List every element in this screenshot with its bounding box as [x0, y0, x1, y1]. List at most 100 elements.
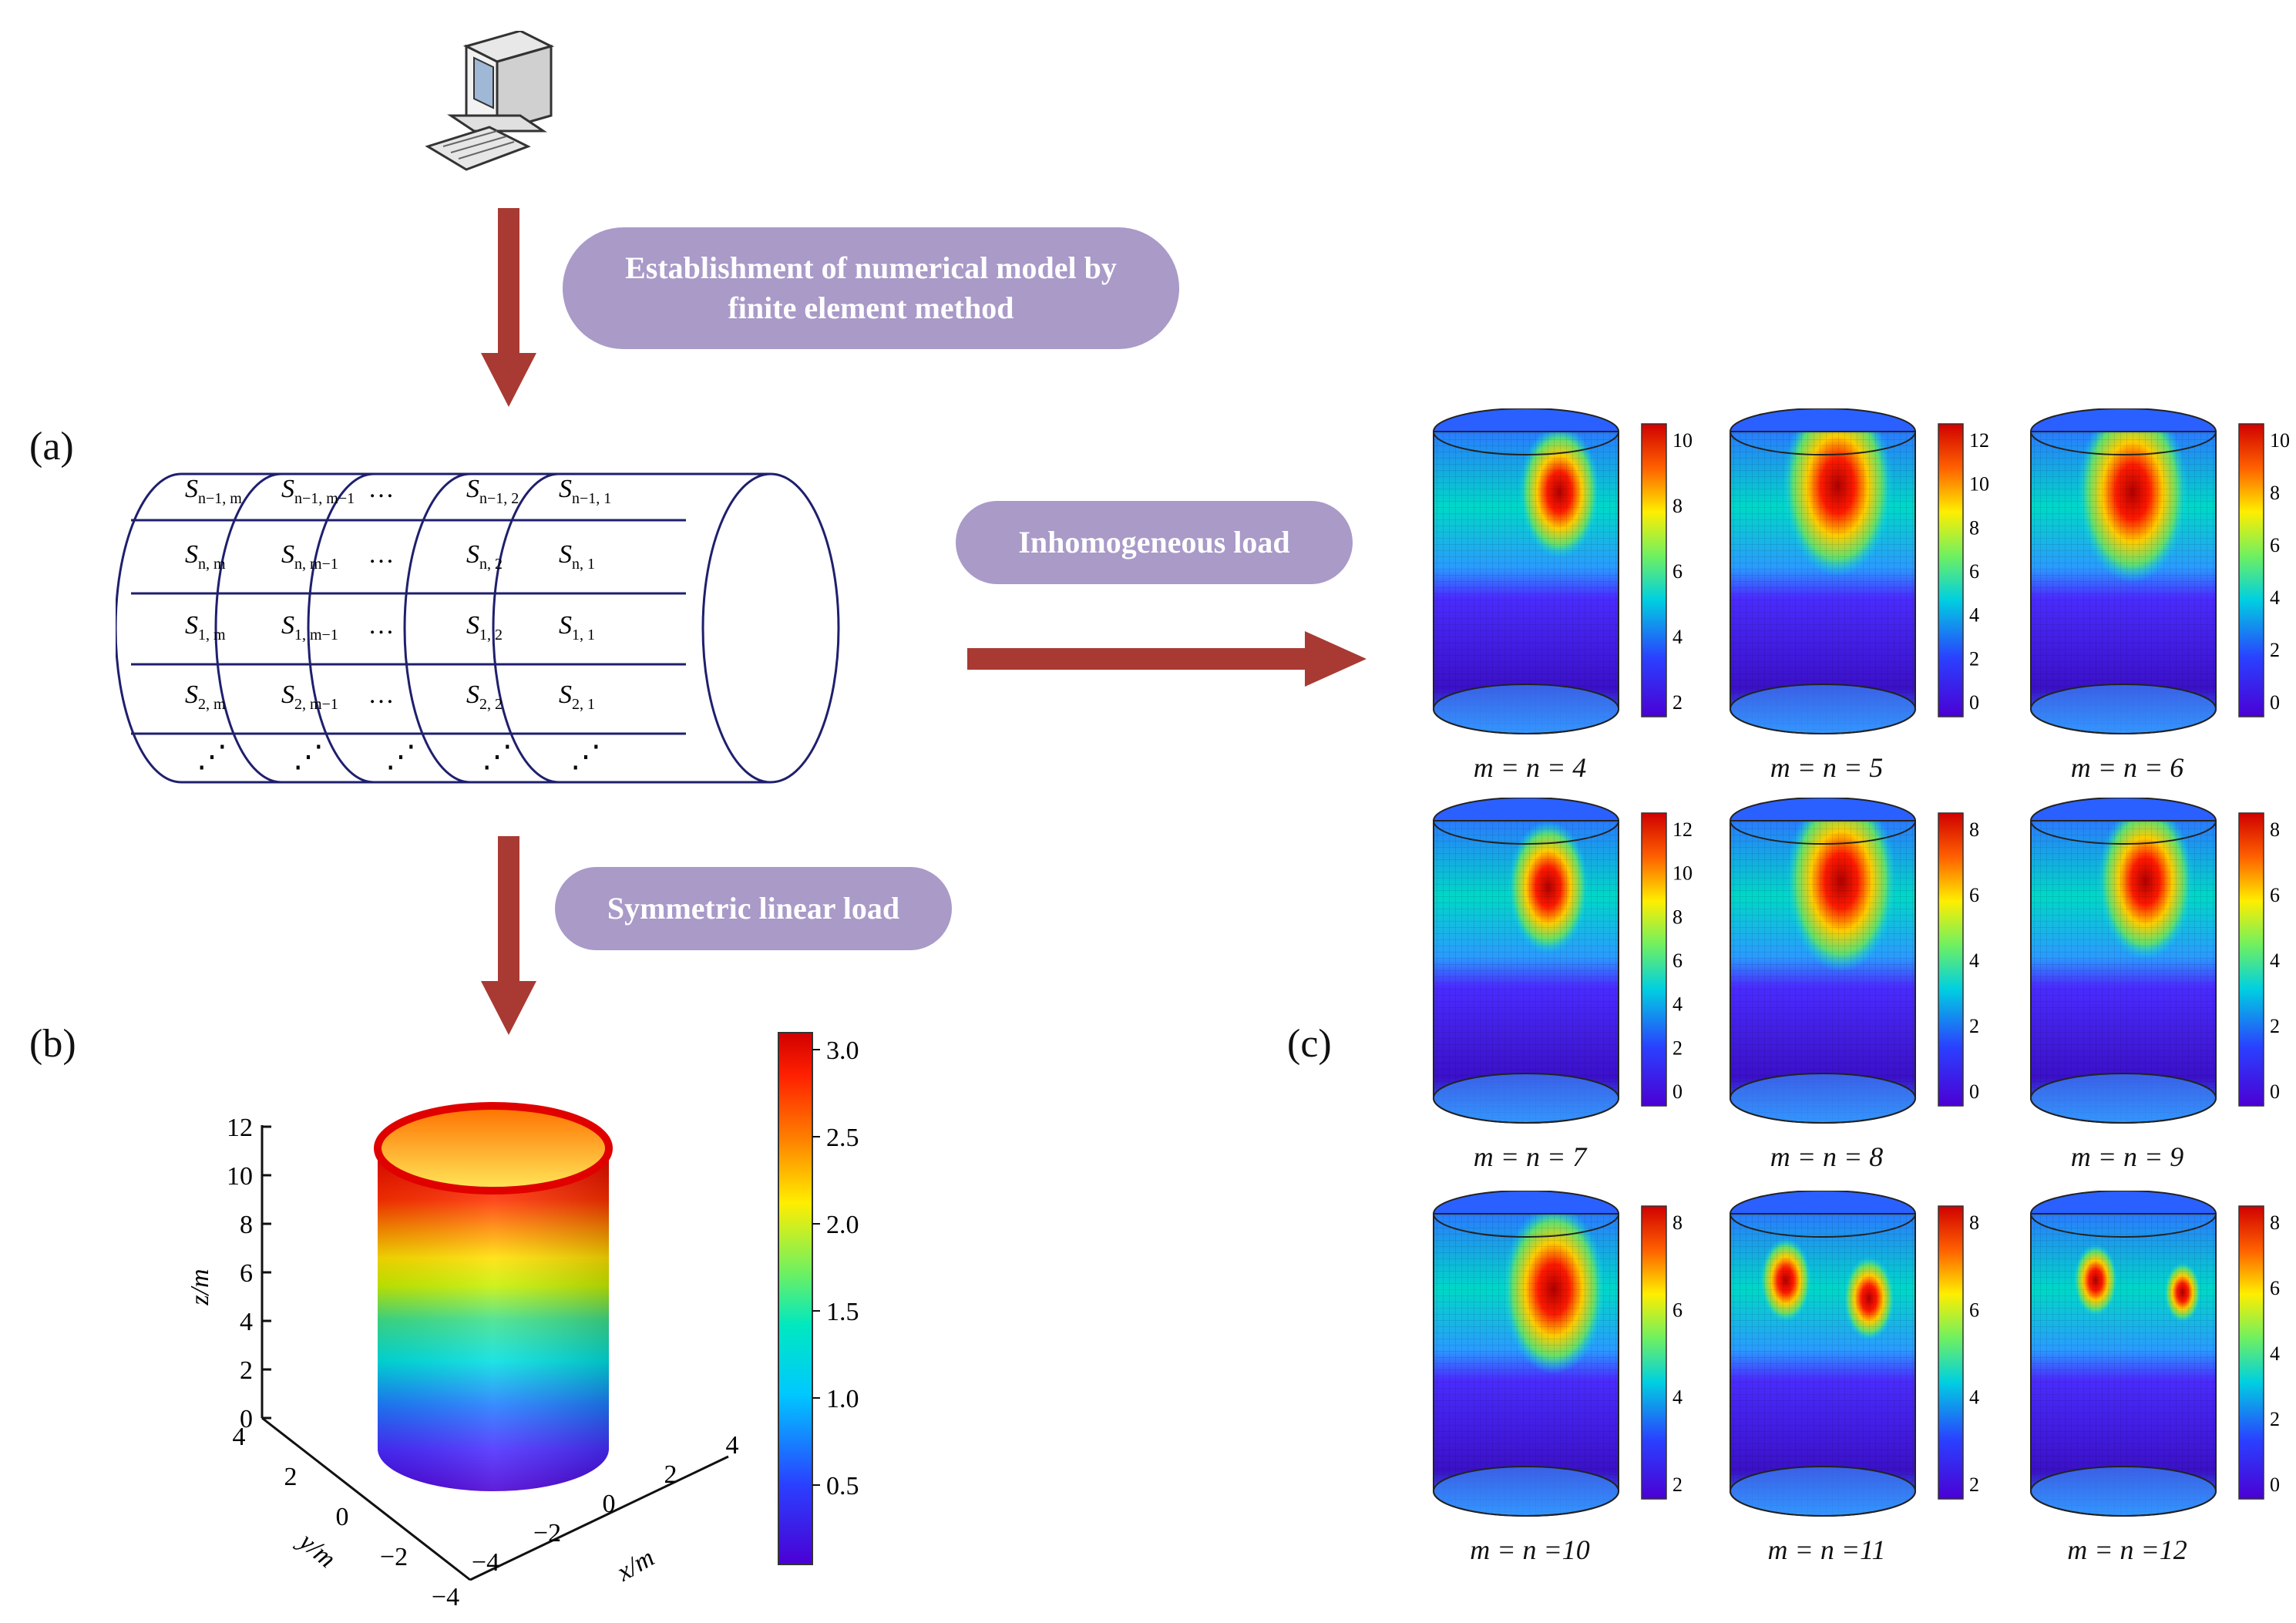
cylinder-top: [374, 1102, 613, 1195]
result-plot-caption: m = n = 7: [1473, 1141, 1587, 1172]
result-plot-caption: m = n = 4: [1473, 752, 1587, 783]
panel-label-b: (b): [29, 1022, 76, 1066]
colorbar-tick-label: 4: [2270, 949, 2280, 972]
colorbar-tick-label: 12: [1969, 429, 1989, 452]
colorbar-tick-label: 8: [1672, 1211, 1683, 1234]
x-tick-label: −4: [472, 1548, 499, 1577]
grid-cell-label: S2, 1: [559, 680, 595, 713]
ellipsis-dots: ⋰: [570, 739, 601, 774]
colorbar-tick-label: 6: [1969, 1299, 1979, 1321]
colorbar-tick-label: 8: [1969, 516, 1979, 539]
result-plot: 8 6 4 2: [1433, 1191, 1683, 1517]
colorbar: [778, 1032, 813, 1565]
panel-label-a: (a): [29, 425, 74, 469]
colorbar-tick-label: 0: [1672, 1080, 1683, 1103]
symmetric-load-label: Symmetric linear load: [555, 867, 952, 950]
grid-cell-label: Sn−1, m−1: [281, 475, 355, 507]
x-tick-label: 0: [603, 1490, 616, 1518]
colorbar-tick-label: 10: [2270, 429, 2290, 452]
grid-cell-label: S2, m−1: [281, 680, 338, 713]
colorbar: [2238, 1205, 2264, 1500]
colorbar-tick-label: 3.0: [826, 1037, 859, 1065]
inhomogeneous-load-label: Inhomogeneous load: [956, 501, 1353, 584]
colorbar-tick-label: 6: [1672, 560, 1683, 583]
colorbar-tick-label: 2: [2270, 639, 2280, 661]
colorbar-tick-label: 0: [2270, 691, 2280, 714]
colorbar-tick-label: 10: [1969, 473, 1989, 496]
colorbar-tick-label: 4: [1672, 1386, 1683, 1409]
ellipsis-dots: ⋰: [197, 739, 227, 774]
arrow-right: [967, 631, 1367, 687]
grid-cell-label: S1, m: [185, 611, 226, 643]
colorbar: [1938, 423, 1964, 717]
colorbar-tick-label: 6: [1672, 1299, 1683, 1321]
colorbar-tick-label: 12: [1672, 818, 1693, 841]
x-tick-label: 4: [726, 1431, 739, 1460]
colorbar: [1938, 1205, 1964, 1500]
z-tick-label: 4: [240, 1308, 253, 1336]
colorbar-tick-label: 6: [1969, 560, 1979, 583]
colorbar-tick-label: 4: [1969, 949, 1979, 972]
colorbar-tick-label: 2: [1672, 1473, 1683, 1496]
y-tick-label: 0: [336, 1503, 349, 1531]
colorbar-tick-label: 2: [2270, 1015, 2280, 1037]
colorbar-tick-label: 0: [2270, 1473, 2280, 1496]
colorbar-tick-label: 8: [1672, 495, 1683, 517]
colorbar-tick-label: 0: [1969, 691, 1979, 714]
colorbar-tick-label: 1.5: [826, 1298, 859, 1326]
y-tick-label: −2: [380, 1543, 408, 1571]
grid-cell-label: S1, m−1: [281, 611, 338, 643]
result-plot-caption: m = n = 9: [2070, 1141, 2184, 1172]
colorbar-tick-label: 10: [1672, 429, 1693, 452]
x-tick-label: −2: [533, 1519, 561, 1547]
grid-cell-label: Sn−1, 2: [466, 475, 519, 507]
computer-icon: [425, 31, 555, 171]
colorbar-tick-label: 6: [2270, 534, 2280, 556]
result-plot-caption: m = n =10: [1470, 1534, 1590, 1565]
y-tick-label: 4: [233, 1423, 246, 1451]
x-tick-label: 2: [664, 1460, 677, 1489]
grid-cell-label: Sn, 2: [466, 540, 503, 573]
colorbar-tick-label: 2: [2270, 1408, 2280, 1430]
colorbar-tick-label: 1.0: [826, 1385, 859, 1413]
y-tick-label: 2: [284, 1463, 298, 1491]
colorbar-tick-label: 6: [2270, 884, 2280, 906]
colorbar-tick-label: 4: [1672, 993, 1683, 1016]
colorbar: [2238, 423, 2264, 717]
colorbar: [1641, 423, 1667, 717]
z-tick-label: 10: [227, 1162, 253, 1191]
colorbar-tick-label: 2: [1969, 647, 1979, 670]
grid-cell-label: …: [370, 611, 393, 640]
colorbar-tick-label: 2.5: [826, 1124, 859, 1152]
z-tick-label: 2: [240, 1356, 253, 1385]
colorbar-tick-label: 8: [1672, 906, 1683, 928]
result-plot-caption: m = n = 8: [1770, 1141, 1884, 1172]
colorbar-tick-label: 2: [1672, 1037, 1683, 1059]
grid-cell-label: …: [370, 680, 393, 709]
y-axis-label: y/m: [292, 1526, 341, 1574]
result-plot-caption: m = n = 5: [1770, 752, 1884, 783]
ellipsis-dots: ⋰: [482, 739, 513, 774]
colorbar-tick-label: 6: [1969, 884, 1979, 906]
arrow-down-1: [481, 208, 536, 407]
grid-cell-label: Sn, m−1: [281, 540, 338, 573]
colorbar-tick-label: 4: [2270, 586, 2280, 609]
result-plot-caption: m = n = 6: [2070, 752, 2184, 783]
colorbar-tick-label: 6: [1672, 949, 1683, 972]
z-tick-label: 0: [240, 1405, 253, 1433]
colorbar-tick-label: 6: [2270, 1277, 2280, 1299]
colorbar-tick-label: 8: [2270, 818, 2280, 841]
ellipsis-dots: ⋰: [385, 739, 416, 774]
colorbar-tick-label: 2.0: [826, 1211, 859, 1239]
result-plot-caption: m = n =11: [1767, 1534, 1886, 1565]
grid-cell-label: S1, 1: [559, 611, 595, 643]
